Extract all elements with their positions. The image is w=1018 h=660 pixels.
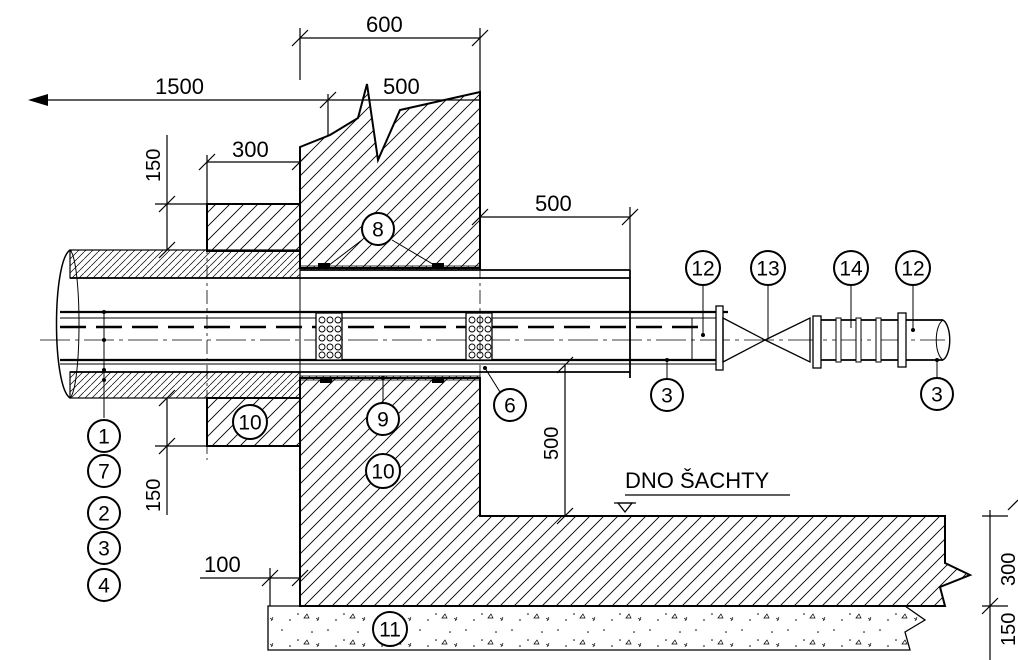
- spacers: [315, 312, 493, 361]
- callout-3-left: 3: [98, 538, 110, 561]
- axis-lines: [206, 165, 481, 460]
- outer-insulated-pipe: [55, 249, 631, 399]
- arrow-head-left: [28, 94, 48, 106]
- protective-sleeve: [299, 263, 630, 383]
- callout-13: 13: [756, 258, 779, 281]
- dim-100: 100: [204, 552, 241, 577]
- callout-3-mid: 3: [661, 385, 673, 408]
- callout-1: 1: [98, 426, 110, 449]
- dim-1500: 1500: [155, 74, 204, 99]
- callout-10-collar: 10: [238, 412, 261, 435]
- callout-12-left: 12: [691, 258, 714, 281]
- level-label: DNO ŠACHTY: [625, 468, 770, 493]
- callout-6: 6: [504, 395, 516, 418]
- callout-3-right: 3: [931, 384, 943, 407]
- end-cap-flange: [715, 305, 822, 371]
- dim-600: 600: [366, 12, 403, 37]
- callout-14: 14: [839, 258, 863, 281]
- leader-lines: [103, 239, 938, 418]
- callout-2: 2: [98, 503, 110, 526]
- callout-7: 7: [98, 461, 110, 484]
- callout-4: 4: [98, 575, 110, 598]
- concrete-wall: [299, 83, 973, 607]
- callout-9: 9: [377, 409, 389, 432]
- dim-150-right-edge: 150: [998, 613, 1018, 646]
- callouts: [87, 212, 954, 647]
- dim-150-upper: 150: [143, 149, 165, 182]
- concrete-base-layer: [267, 605, 927, 651]
- callout-labels: 1 7 2 3 4 8 9 10 10 6 11 12 13 14 12 3 3: [98, 219, 943, 642]
- callout-8: 8: [372, 219, 384, 242]
- dim-300-collar: 300: [232, 137, 269, 162]
- dim-500-top: 500: [383, 74, 420, 99]
- callout-12-right: 12: [901, 258, 924, 281]
- dim-500-right: 500: [535, 191, 572, 216]
- callout-10-wall: 10: [371, 461, 394, 484]
- dimension-lines: [42, 28, 1018, 660]
- callout-11: 11: [379, 619, 401, 642]
- dim-500-vertical: 500: [541, 427, 563, 460]
- dim-150-lower: 150: [143, 479, 165, 512]
- dim-300-right-edge: 300: [998, 553, 1018, 586]
- leader-dots: [102, 310, 939, 382]
- right-pipe-segment: [821, 312, 951, 368]
- level-mark: DNO ŠACHTY: [614, 468, 790, 514]
